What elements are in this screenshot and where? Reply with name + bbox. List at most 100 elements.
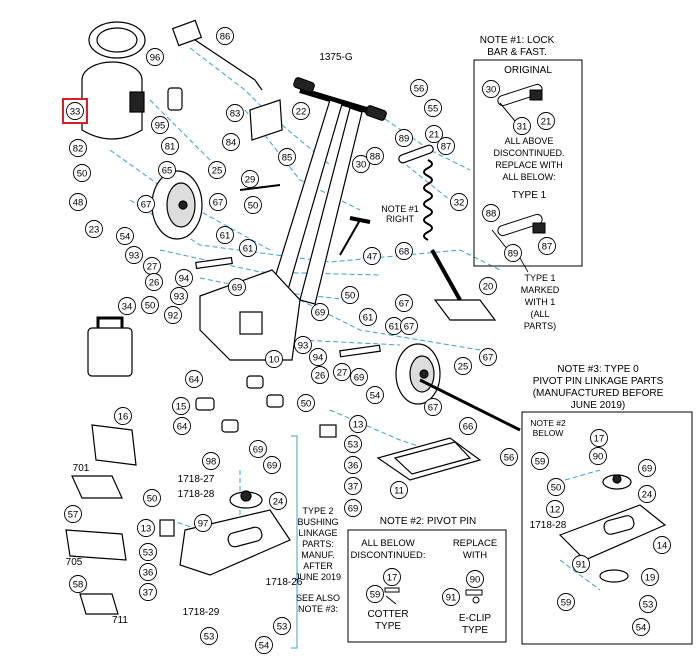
- callout-circle: [383, 568, 401, 586]
- note2-right-head-2: WITH: [463, 550, 487, 561]
- note1-box: [473, 59, 583, 267]
- callout-circle: [344, 477, 362, 495]
- callout-number: 94: [313, 353, 324, 364]
- callout-50: 50: [143, 489, 161, 507]
- callout-91: 91: [442, 588, 460, 606]
- callout-number: 90: [593, 452, 604, 463]
- callout-circle: [641, 568, 659, 586]
- callout-55: 55: [424, 99, 442, 117]
- callout-circle: [309, 348, 327, 366]
- callout-circle: [363, 247, 381, 265]
- callout-circle: [209, 193, 227, 211]
- callout-number: 56: [414, 84, 425, 95]
- callout-17: 17: [383, 568, 401, 586]
- callout-50: 50: [244, 196, 262, 214]
- label-711: 711: [112, 615, 128, 626]
- note2-left-head-1: ALL BELOW: [361, 538, 415, 549]
- label-701: 701: [73, 463, 90, 474]
- callout-53: 53: [273, 617, 291, 635]
- note2-pins: [384, 587, 483, 605]
- callout-96: 96: [146, 48, 164, 66]
- callout-number: 93: [129, 251, 140, 262]
- callout-number: 37: [348, 482, 359, 493]
- callout-number: 93: [174, 292, 185, 303]
- capacitor: [167, 87, 183, 111]
- callout-37: 37: [344, 477, 362, 495]
- callout-number: 86: [220, 32, 231, 43]
- callout-number: 14: [657, 541, 668, 552]
- callout-number: 67: [428, 403, 439, 414]
- callout-59: 59: [557, 593, 575, 611]
- callout-61: 61: [359, 308, 377, 326]
- note2-title: NOTE #2: PIVOT PIN: [380, 516, 477, 527]
- callout-56: 56: [500, 448, 518, 466]
- note2-below-1: NOTE #2: [530, 418, 566, 428]
- callout-circle: [158, 161, 176, 179]
- note1-marked-2: MARKED: [521, 285, 560, 295]
- callout-number: 69: [232, 283, 243, 294]
- note1-title-a: NOTE #1: LOCK: [480, 35, 555, 46]
- note2-left-head-2: DISCONTINUED:: [351, 550, 426, 561]
- callout-number: 61: [389, 322, 400, 333]
- callout-21: 21: [425, 125, 443, 143]
- callout-number: 61: [220, 231, 231, 242]
- callout-circle: [151, 116, 169, 134]
- callout-number: 64: [189, 375, 200, 386]
- callout-circle: [395, 242, 413, 260]
- note2-right-head-1: REPLACE: [453, 538, 497, 549]
- callout-number: 88: [486, 209, 497, 220]
- note3-title-3: (MANUFACTURED BEFORE: [533, 388, 664, 399]
- callout-circle: [114, 407, 132, 425]
- callout-number: 25: [212, 166, 223, 177]
- callout-number: 56: [504, 453, 515, 464]
- callout-number: 19: [645, 573, 656, 584]
- callout-number: 69: [642, 464, 653, 475]
- callout-22: 22: [292, 102, 310, 120]
- bracket-13b: [159, 519, 175, 537]
- callout-circle: [294, 336, 312, 354]
- callout-number: 50: [77, 169, 88, 180]
- note1-body-1: ALL ABOVE: [505, 136, 554, 146]
- callout-circle: [161, 137, 179, 155]
- callout-number: 67: [404, 322, 415, 333]
- note2-box: [347, 529, 507, 643]
- callout-circle: [143, 489, 161, 507]
- callout-number: 55: [428, 104, 439, 115]
- callout-64: 64: [173, 417, 191, 435]
- callout-circle: [208, 161, 226, 179]
- callout-19: 19: [641, 568, 659, 586]
- callout-number: 30: [486, 85, 497, 96]
- callout-circle: [500, 448, 518, 466]
- note1-body-3: REPLACE WITH: [495, 160, 563, 170]
- note1-title-b: BAR & FAST.: [487, 47, 546, 58]
- callout-50: 50: [73, 164, 91, 182]
- callout-circle: [410, 79, 428, 97]
- callout-circle: [292, 102, 310, 120]
- callout-27: 27: [333, 363, 351, 381]
- callout-26: 26: [145, 273, 163, 291]
- callout-number: 22: [296, 107, 307, 118]
- callout-93: 93: [170, 287, 188, 305]
- note2-right-type-1: E-CLIP: [459, 613, 492, 624]
- link-left: [195, 256, 233, 270]
- callout-12: 12: [546, 500, 564, 518]
- callout-53: 53: [639, 595, 657, 613]
- callout-88: 88: [482, 204, 500, 222]
- callout-16: 16: [114, 407, 132, 425]
- label-1718-28: 1718-28: [178, 489, 215, 500]
- callout-number: 84: [226, 138, 237, 149]
- callout-29: 29: [241, 170, 259, 188]
- callout-64: 64: [185, 370, 203, 388]
- callout-circle: [513, 117, 531, 135]
- callout-circle: [479, 348, 497, 366]
- tray-11: [376, 437, 482, 481]
- axle: [419, 378, 521, 432]
- callout-circle: [228, 278, 246, 296]
- callout-number: 67: [399, 299, 410, 310]
- callout-number: 13: [353, 420, 364, 431]
- callout-circle: [222, 133, 240, 151]
- callout-number: 59: [561, 598, 572, 609]
- callout-number: 90: [470, 575, 481, 586]
- callout-number: 24: [273, 497, 284, 508]
